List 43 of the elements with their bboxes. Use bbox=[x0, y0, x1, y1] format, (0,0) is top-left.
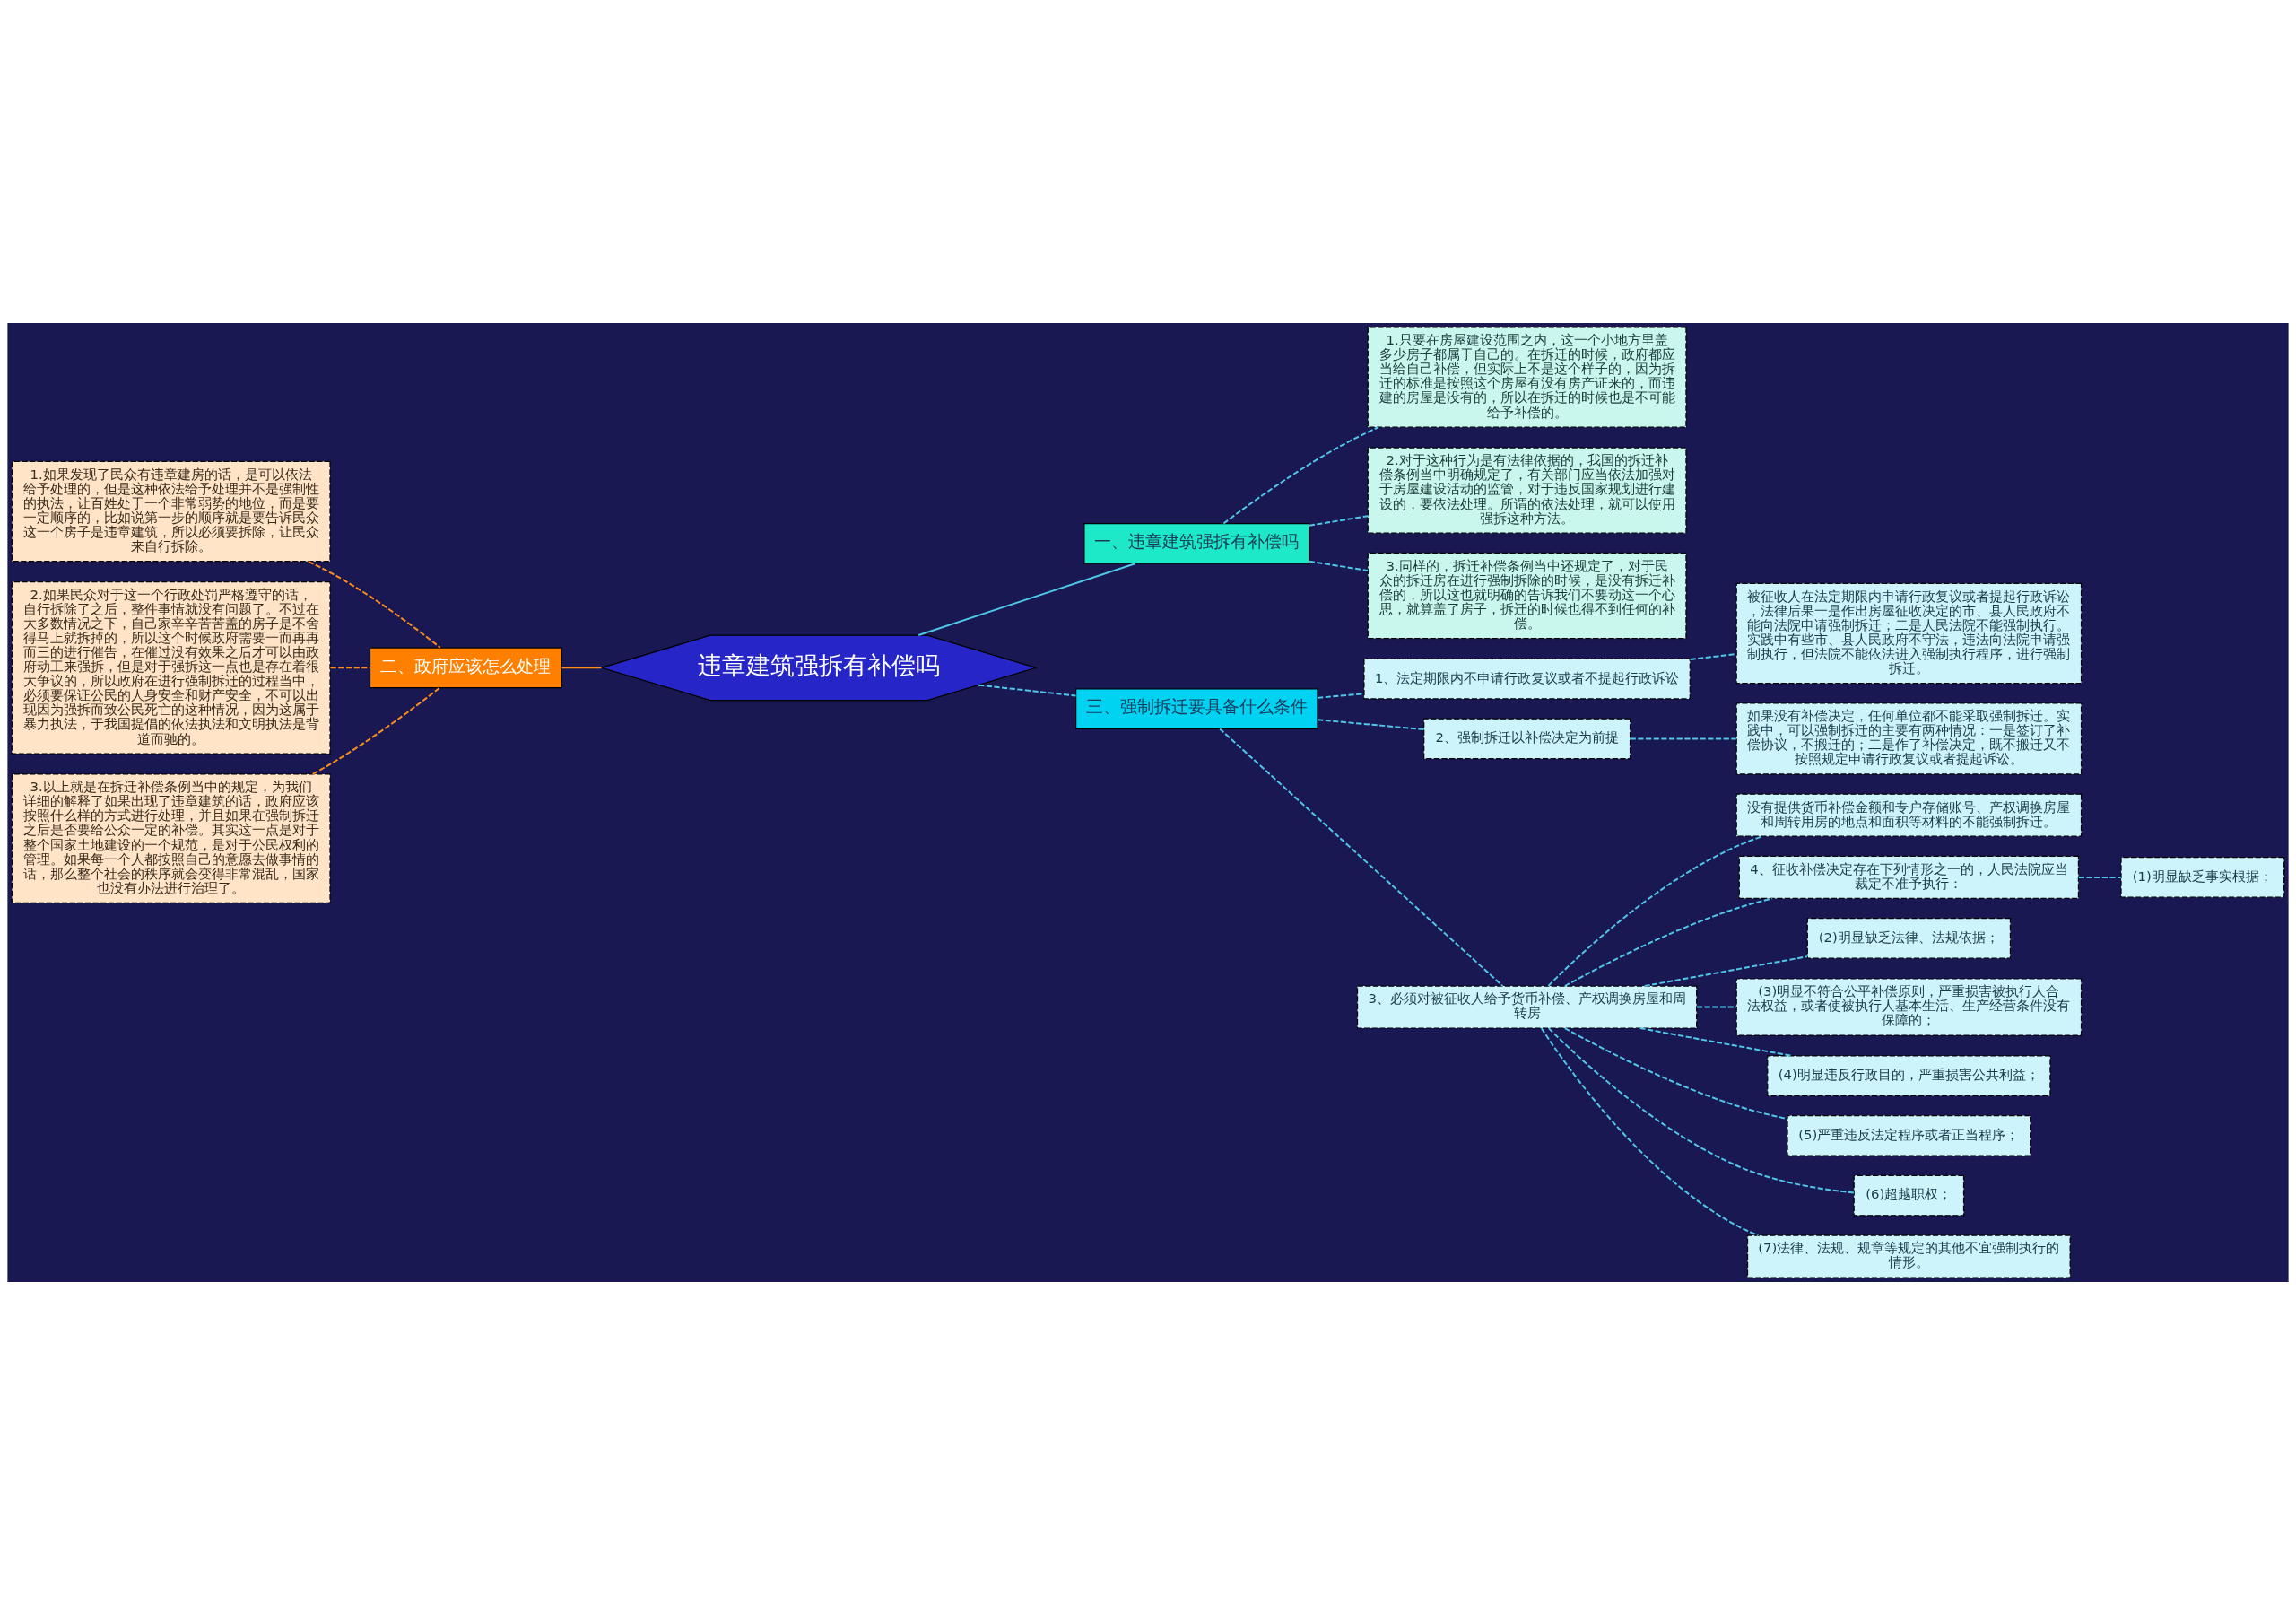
node-box: 一、违章建筑强拆有补偿吗 bbox=[1083, 523, 1310, 564]
node-box: 3.同样的，拆迁补偿条例当中还规定了，对于民众的拆迁房在进行强制拆除的时候，是没有拆迁补偿的，所以这也就明确的告诉我们不要动这一个心思，就算盖了房子，拆迁的时候也得不到任何的补偿。 bbox=[1367, 552, 1687, 640]
connector bbox=[307, 560, 441, 649]
node-box: (4)明显违反行政目的，严重损害公共利益； bbox=[1767, 1055, 2051, 1096]
connector bbox=[1219, 728, 1504, 987]
node-box: (7)法律、法规、规章等规定的其他不宜强制执行的情形。 bbox=[1746, 1234, 2071, 1278]
connector bbox=[978, 684, 1077, 697]
connector bbox=[1540, 1027, 1760, 1236]
node-box: 如果没有补偿决定，任何单位都不能采取强制拆迁。实践中，可以强制拆迁的主要有两种情况：一是签订了补偿协议，不搬迁的；二是作了补偿决定，既不搬迁又不按照规定申请行政复议或者提起诉讼。 bbox=[1735, 702, 2083, 775]
node-box: 被征收人在法定期限内申请行政复议或者提起行政诉讼，法律后果一是作出房屋征收决定的市、县人民政府不能向法院申请强制拆迁；二是人民法院不能强制执行。实践中有些市、县人民政府不守法，违法向法院申请强制执行，但法院不能依法进入强制执行程序，进行强制拆迁。 bbox=[1735, 582, 2083, 685]
connector bbox=[1317, 719, 1425, 731]
node-box: 2、强制拆迁以补偿决定为前提 bbox=[1423, 718, 1631, 760]
connector bbox=[918, 563, 1136, 636]
connector bbox=[1308, 515, 1370, 527]
connector bbox=[2077, 876, 2122, 878]
connector bbox=[1695, 1006, 1737, 1008]
node-box: 3.以上就是在拆迁补偿条例当中的规定，为我们详细的解释了如果出现了违章建筑的话，政府应该按照什么样的方式进行处理，并且如果在强制拆迁之后是否要给公众一定的补偿。其实这一点是对于整个国家土地建设的一个规范，是对于公民权利的管理。如果每一个人都按照自己的意愿去做事情的话，那么整个社会的秩序就会变得非常混乱，国家也没有办法进行治理了。 bbox=[11, 773, 331, 903]
node-box: 1.只要在房屋建设范围之内，这一个小地方里盖多少房子都属于自己的。在拆迁的时候，政府都应当给自己补偿，但实际上不是这个样子的，因为拆迁的标准是按照这个房屋有没有房产证来的，而违建的房屋是没有的，所以在拆迁的时候也是不可能给予补偿的。 bbox=[1367, 327, 1687, 428]
connector bbox=[561, 667, 603, 669]
node-box: (3)明显不符合公平补偿原则，严重损害被执行人合法权益，或者使被执行人基本生活、生产经营条件没有保障的； bbox=[1735, 978, 2083, 1036]
node-box: 1、法定期限内不申请行政复议或者不提起行政诉讼 bbox=[1363, 658, 1691, 700]
connector bbox=[1639, 1027, 1794, 1057]
node-box: 2.对于这种行为是有法律依据的，我国的拆迁补偿条例当中明确规定了，有关部门应当依法加强对于房屋建设活动的监管，对于违反国家规划进行建设的，要依法处理。所谓的依法处理，就可以使用强拆这种方法。 bbox=[1367, 447, 1687, 534]
node-box: 4、征收补偿决定存在下列情形之一的，人民法院应当裁定不准予执行： bbox=[1738, 855, 2080, 899]
node-box: 1.如果发现了民众有违章建房的话，是可以依法给予处理的，但是这种依法给予处理并不是强制性的执法，让百姓处于一个非常弱势的地位，而是要一定顺序的，比如说第一步的顺序就是要告诉民众这一个房子是违章建筑，所以必须要拆除，让民众来自行拆除。 bbox=[11, 460, 331, 563]
connector bbox=[1547, 835, 1764, 987]
connector bbox=[1547, 1027, 1855, 1194]
node-box: (2)明显缺乏法律、法规依据； bbox=[1806, 918, 2012, 959]
connector bbox=[1629, 737, 1737, 740]
connector bbox=[311, 687, 440, 775]
connector bbox=[1563, 897, 1774, 987]
node-box: 2.如果民众对于这一个行政处罚严格遵守的话，自行拆除了之后，整件事情就没有问题了。不过在大多数情况之下，自己家辛辛苦苦盖的房子是不舍得马上就拆掉的，所以这个时候政府需要一而再再而三的进行催告，在催过没有效果之后才可以由政府动工来强拆，但是对于强拆这一点也是存在着很大争议的，所以政府在进行强制拆迁的过程当中，必须要保证公民的人身安全和财产安全，不可以出现因为强拆而致公民死亡的这种情况，因为这属于暴力执法，于我国提倡的依法执法和文明执法是背道而驰的。 bbox=[11, 580, 331, 755]
node-box: 二、政府应该怎么处理 bbox=[369, 647, 562, 689]
connector bbox=[1563, 1027, 1788, 1121]
node-box: 三、强制拆迁要具备什么条件 bbox=[1075, 688, 1318, 729]
node-box: 3、必须对被征收人给予货币补偿、产权调换房屋和周转房 bbox=[1356, 985, 1698, 1029]
connector bbox=[1643, 955, 1808, 987]
node-box: 没有提供货币补偿金额和专户存储账号、产权调换房屋和周转用房的地点和面积等材料的不能强制拆迁。 bbox=[1735, 793, 2083, 837]
node-box: (6)超越职权； bbox=[1853, 1174, 1965, 1217]
connector bbox=[1222, 426, 1379, 525]
connector bbox=[1308, 560, 1370, 572]
node-box: (5)严重违反法定程序或者正当程序； bbox=[1787, 1115, 2031, 1156]
node-box: (1)明显缺乏事实根据； bbox=[2120, 857, 2285, 898]
